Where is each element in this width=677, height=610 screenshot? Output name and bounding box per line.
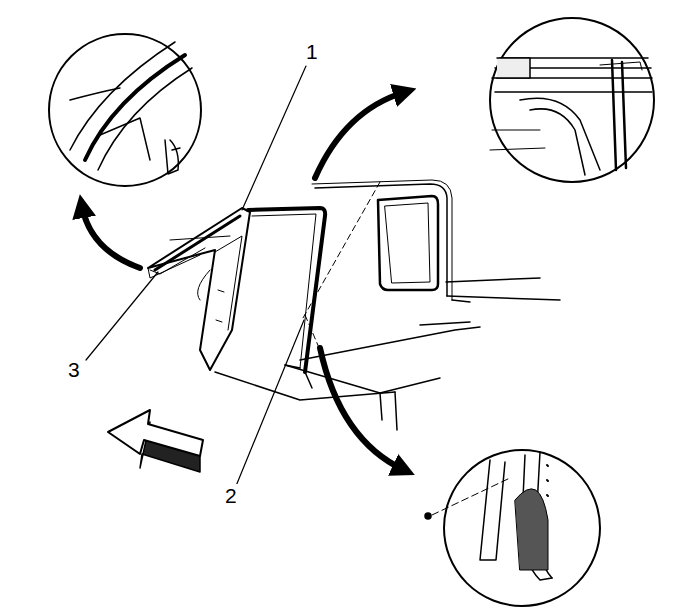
detail-inset — [425, 450, 600, 606]
callout-number: 3 — [66, 358, 82, 381]
front-arrow — [108, 410, 203, 472]
callout-number: 1 — [304, 40, 320, 63]
callout-number: 2 — [223, 484, 239, 507]
leader-line — [86, 66, 306, 486]
detail-inset — [49, 34, 201, 186]
cab-body — [215, 180, 560, 430]
detail-inset — [490, 18, 654, 182]
open-door — [148, 208, 250, 370]
detail-arrows — [82, 92, 405, 470]
